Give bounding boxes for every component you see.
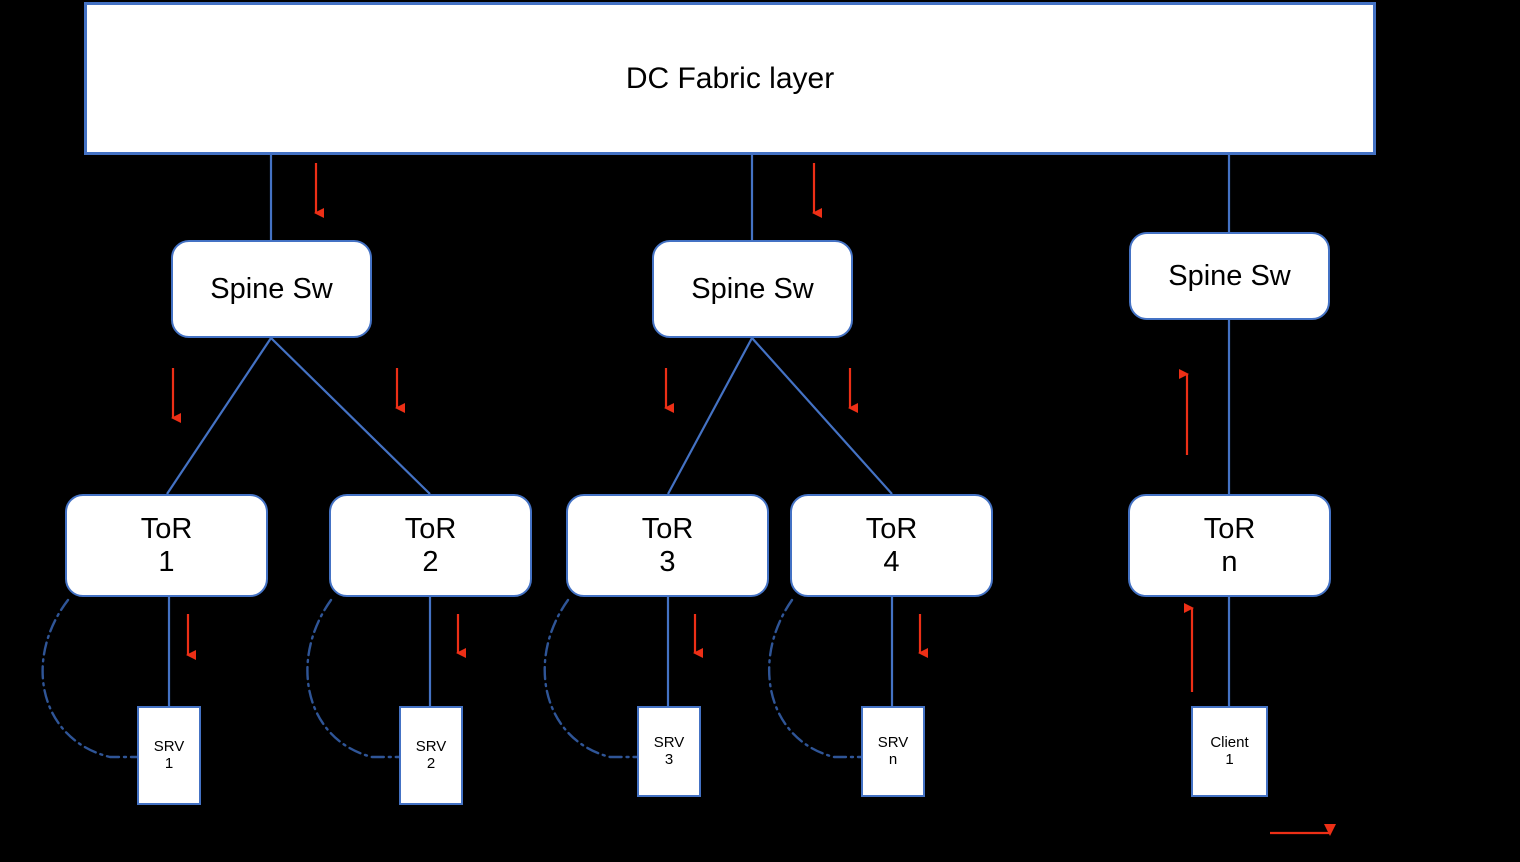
link-spine1-tor2 (270, 337, 431, 495)
spine-sw-2-label: Spine Sw (691, 272, 814, 305)
spine-sw-n-box[interactable]: Spine Sw (1129, 232, 1330, 320)
client-1-label-line2: 1 (1225, 750, 1234, 768)
tor-2-label-line2: 2 (422, 545, 439, 578)
tor-4-label-line2: 4 (883, 545, 900, 578)
srv-1-label-line1: SRV (153, 737, 185, 755)
tor-n-box[interactable]: ToR n (1128, 494, 1331, 597)
srv-3-label-line2: 3 (664, 750, 674, 768)
tor-2-box[interactable]: ToR 2 (329, 494, 532, 597)
srv-n-box[interactable]: SRV n (861, 706, 925, 797)
tor-3-box[interactable]: ToR 3 (566, 494, 769, 597)
link-spine2-tor4 (751, 337, 893, 495)
spine-sw-2-box[interactable]: Spine Sw (652, 240, 853, 338)
loop-tor3-srv3 (543, 598, 639, 759)
loop-tor1-srv1 (41, 598, 139, 759)
spine-sw-n-label: Spine Sw (1168, 259, 1291, 292)
tor-1-label-line1: ToR (140, 513, 193, 546)
loop-tor2-srv2 (306, 598, 401, 759)
dc-fabric-layer-label: DC Fabric layer (625, 61, 835, 95)
spine-sw-1-label: Spine Sw (210, 272, 333, 305)
tor-4-box[interactable]: ToR 4 (790, 494, 993, 597)
tor-2-label-line1: ToR (404, 513, 457, 546)
srv-1-box[interactable]: SRV 1 (137, 706, 201, 805)
tor-n-label-line1: ToR (1203, 513, 1256, 546)
srv-3-box[interactable]: SRV 3 (637, 706, 701, 797)
client-1-box[interactable]: Client 1 (1191, 706, 1268, 797)
link-spine1-tor1 (166, 337, 272, 495)
srv-2-label-line1: SRV (415, 737, 447, 755)
tor-1-box[interactable]: ToR 1 (65, 494, 268, 597)
srv-n-label-line2: n (888, 750, 898, 768)
link-spine2-tor3 (667, 337, 753, 495)
srv-3-label-line1: SRV (653, 733, 685, 751)
srv-1-label-line2: 1 (164, 754, 174, 772)
srv-2-label-line2: 2 (426, 754, 436, 772)
srv-n-label-line1: SRV (877, 733, 909, 751)
spine-sw-1-box[interactable]: Spine Sw (171, 240, 372, 338)
tor-n-label-line2: n (1221, 545, 1238, 578)
tor-4-label-line1: ToR (865, 513, 918, 546)
loop-tor4-srvn (768, 598, 863, 759)
tor-1-label-line2: 1 (158, 545, 175, 578)
tor-3-label-line1: ToR (641, 513, 694, 546)
srv-2-box[interactable]: SRV 2 (399, 706, 463, 805)
client-1-label-line1: Client (1210, 733, 1249, 751)
dc-fabric-layer-box[interactable]: DC Fabric layer (84, 2, 1376, 155)
tor-3-label-line2: 3 (659, 545, 676, 578)
